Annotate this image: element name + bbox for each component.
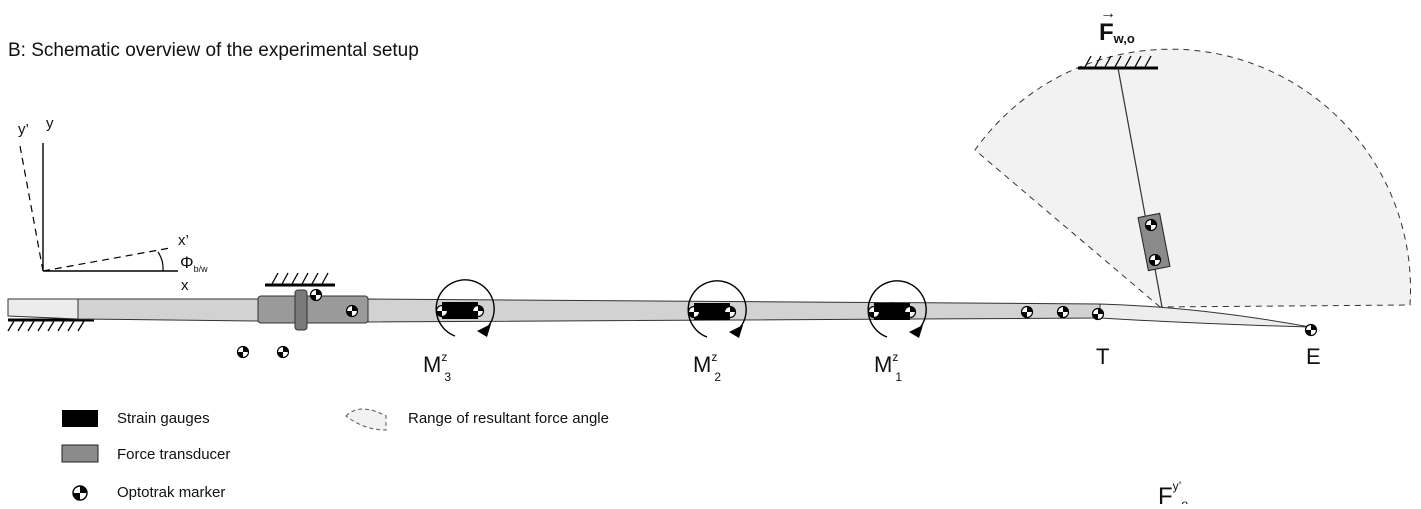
coordinate-frame [19, 143, 178, 272]
legend-range-swatch [345, 408, 387, 431]
legend-optotrak-marker-symbol [72, 485, 88, 501]
legend-force-transducer-swatch [61, 444, 99, 463]
figure-title: B: Schematic overview of the experimenta… [8, 40, 419, 61]
x-axis-label: x [181, 277, 189, 294]
legend-strain-gauge-swatch [62, 410, 98, 427]
strain-gauge-3 [435, 279, 495, 337]
corner-force-label: Fy’o [1158, 479, 1188, 504]
collar-clamp-ground [265, 272, 335, 287]
collar [257, 289, 369, 331]
left-clamp-ground [7, 318, 94, 332]
legend-strain-gauges-label: Strain gauges [117, 410, 210, 427]
force-label: Fw,o [1099, 19, 1135, 46]
force-angle-range [974, 48, 1412, 308]
point-label-T: T [1096, 344, 1109, 369]
x-prime-axis-label: x’ [178, 232, 189, 249]
beam [7, 298, 1311, 328]
legend-range-label: Range of resultant force angle [408, 410, 609, 427]
point-label-E: E [1306, 344, 1321, 369]
legend-force-transducer-label: Force transducer [117, 446, 231, 463]
strain-gauge-2 [687, 280, 747, 338]
force-arrow: → [1100, 5, 1116, 22]
y-prime-axis-label: y’ [18, 121, 29, 138]
y-axis-label: y [46, 115, 54, 132]
strain-gauge-1 [867, 280, 927, 338]
legend-optotrak-marker-label: Optotrak marker [117, 484, 226, 501]
angle-label: Φb/w [180, 253, 208, 274]
